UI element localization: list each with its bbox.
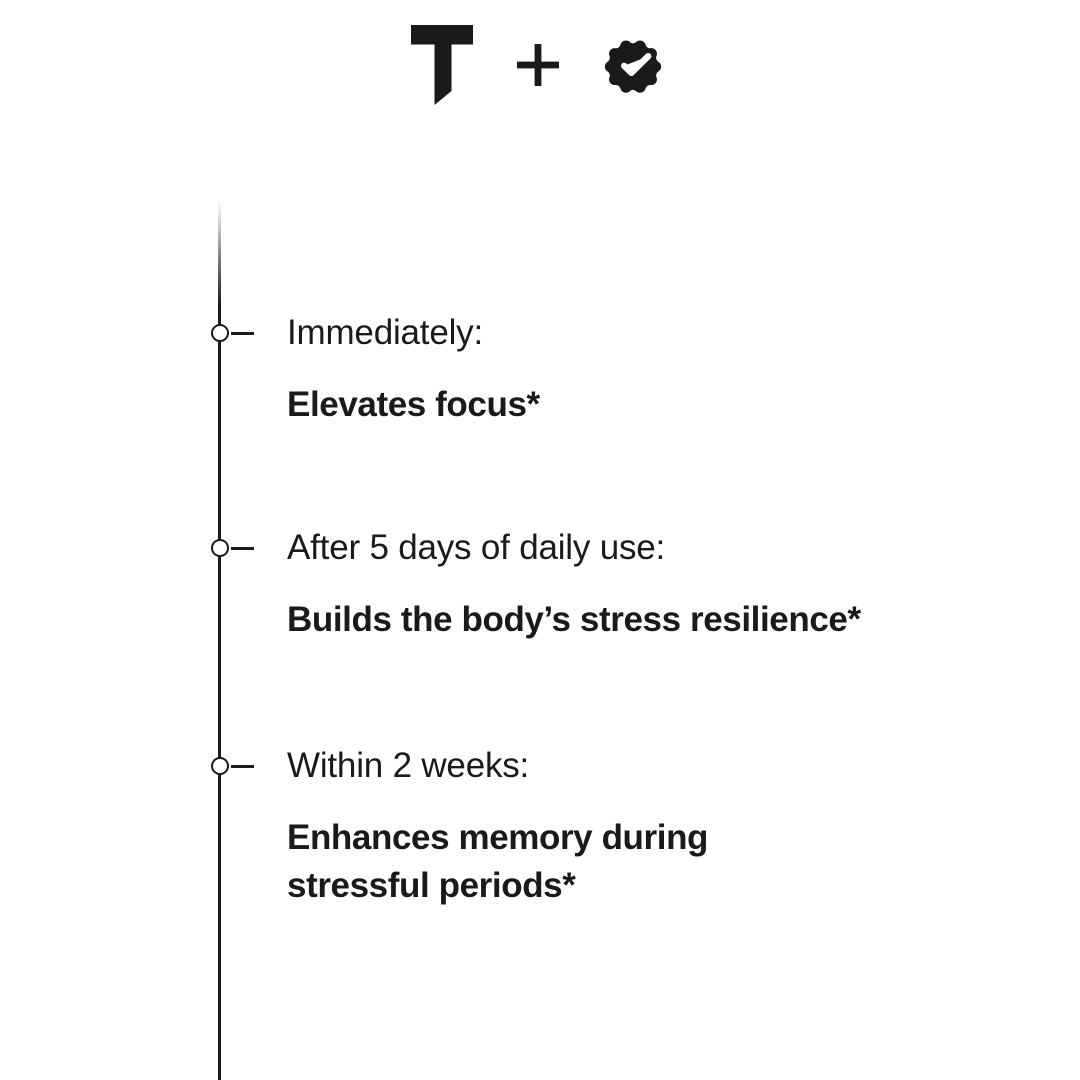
timeline-entry-3: Within 2 weeks: Enhances memory during s… — [287, 745, 757, 910]
timeline-entry-2: After 5 days of daily use: Builds the bo… — [287, 527, 1027, 644]
timeline-node-tick-icon — [231, 547, 254, 550]
timeline-node-tick-icon — [231, 765, 254, 768]
timeline-entry-label: Within 2 weeks: — [287, 746, 530, 785]
timeline-entry-1: Immediately: Elevates focus* — [287, 312, 1027, 429]
timeline-entry-benefit: Builds the body’s stress resilience* — [287, 599, 861, 639]
timeline-node-ring-icon — [211, 324, 229, 342]
timeline-entry-benefit: Elevates focus* — [287, 384, 540, 424]
brand-t-logo-icon — [411, 25, 473, 105]
timeline-entry-label: After 5 days of daily use: — [287, 528, 666, 567]
timeline-axis-line — [218, 198, 221, 1080]
timeline-entry-benefit: Enhances memory during stressful periods… — [287, 817, 709, 905]
timeline-node-ring-icon — [211, 539, 229, 557]
timeline-node-tick-icon — [231, 332, 254, 335]
brand-lockup — [0, 0, 1080, 130]
timeline-node-ring-icon — [211, 757, 229, 775]
timeline-entry-label: Immediately: — [287, 313, 483, 352]
spacer — [287, 788, 757, 814]
verified-check-badge-icon — [603, 32, 669, 98]
spacer — [287, 355, 1027, 381]
plus-icon — [517, 44, 559, 86]
spacer — [287, 570, 1027, 596]
